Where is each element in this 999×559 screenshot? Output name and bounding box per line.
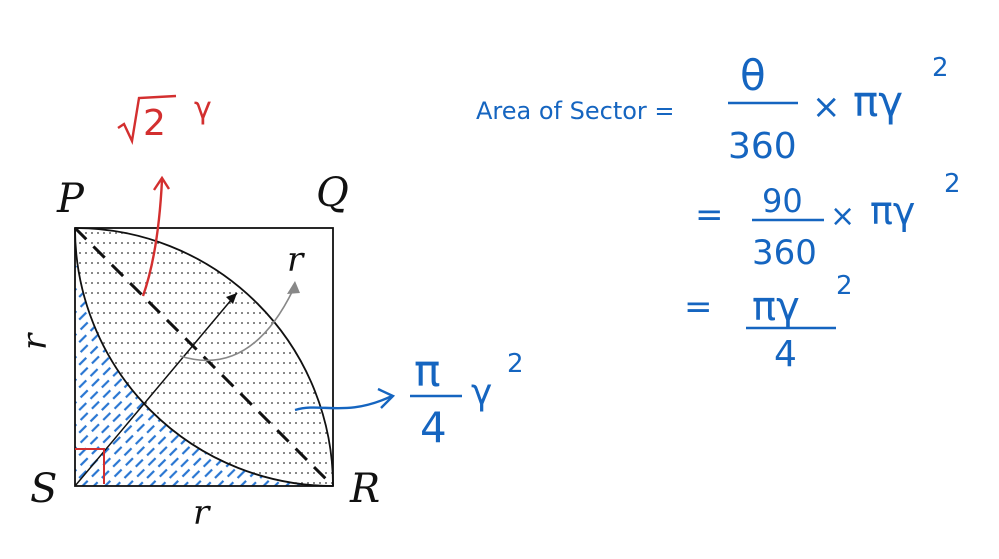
radius-label-arrow xyxy=(179,289,294,362)
region-denominator: 4 xyxy=(420,403,447,452)
sqrt-symbol xyxy=(117,94,177,146)
line1-times: × xyxy=(812,87,841,127)
vertex-P: P xyxy=(56,176,85,222)
radius-label-arrowhead xyxy=(287,281,300,294)
line3-denominator: 4 xyxy=(774,334,797,375)
line1-pi-r: πγ xyxy=(853,77,903,126)
diagonal-annotation-arrowhead xyxy=(153,175,171,191)
line2-numerator: 90 xyxy=(762,182,803,220)
diagonal-annotation-arrow xyxy=(141,179,164,297)
area-of-sector-label: Area of Sector = xyxy=(476,97,675,125)
radius-label: r xyxy=(287,240,305,280)
vertex-S: S xyxy=(30,466,57,512)
radius-arrowhead xyxy=(226,293,237,304)
region-annotation-arrowhead xyxy=(377,387,396,409)
arc-centered-S xyxy=(74,227,334,487)
line2-exponent: 2 xyxy=(944,169,961,199)
side-label-left: r xyxy=(15,332,55,350)
line1-denominator: 360 xyxy=(728,126,797,167)
line1-exponent: 2 xyxy=(932,53,949,83)
line3-equals: = xyxy=(684,287,713,327)
line2-equals: = xyxy=(695,195,724,235)
square-PQRS xyxy=(74,227,334,487)
line3-numerator: πγ xyxy=(752,284,800,330)
region-annotation-arrow xyxy=(294,394,393,412)
region-pi: π xyxy=(414,346,441,397)
line3-exponent: 2 xyxy=(836,271,853,301)
radius-line xyxy=(74,292,238,487)
line2-times: × xyxy=(830,199,855,234)
line1-numerator: θ xyxy=(740,51,766,100)
right-angle-marker xyxy=(75,448,105,484)
vertex-Q: Q xyxy=(316,170,349,216)
side-label-bottom: r xyxy=(193,493,211,533)
line2-pi-r: πγ xyxy=(870,189,915,233)
diagonal-gamma: γ xyxy=(194,91,212,126)
line2-denominator: 360 xyxy=(752,233,817,273)
vertex-R: R xyxy=(349,466,380,512)
diagonal-PR xyxy=(73,226,335,488)
arc-centered-Q xyxy=(74,227,334,487)
sqrt-radicand: 2 xyxy=(143,103,166,144)
region-gamma: γ xyxy=(471,372,492,413)
region-exponent: 2 xyxy=(507,349,524,379)
